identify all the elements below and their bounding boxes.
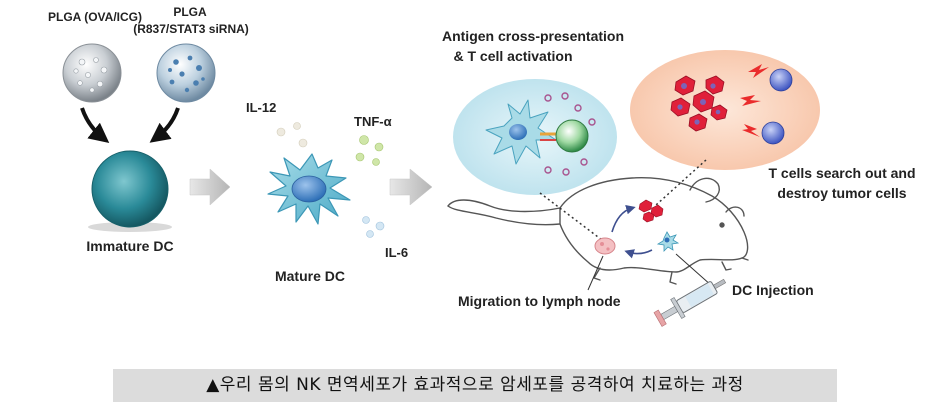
plga-ova-icg-particle	[62, 43, 122, 103]
label-antigen-line1: Antigen cross-presentation	[441, 28, 625, 44]
label-tnf-alpha: TNF-α	[354, 114, 392, 129]
mature-dc-cell	[267, 153, 351, 225]
arrow-plga1-to-dc	[80, 107, 110, 143]
cytokine-tnf-dots	[355, 135, 384, 166]
migration-pointer	[587, 255, 604, 291]
mouse-illustration	[447, 176, 749, 285]
label-migration: Migration to lymph node	[458, 293, 621, 309]
tumor-destruction-bubble	[630, 50, 820, 170]
activation-arrow	[611, 204, 636, 233]
antigen-presentation-bubble	[453, 79, 617, 195]
label-il6: IL-6	[385, 245, 409, 260]
t-cell-1	[769, 68, 793, 92]
label-dc-injection: DC Injection	[732, 282, 814, 298]
caption-text: ▲우리 몸의 NK 면역세포가 효과적으로 암세포를 공격하여 치료하는 과정	[206, 375, 744, 395]
label-plga-r837: (R837/STAT3 siRNA)	[133, 22, 249, 36]
cytokine-il6-dots	[362, 216, 385, 238]
label-tcells-line1: T cells search out and	[768, 165, 916, 181]
cytokine-il12-dots	[276, 122, 308, 148]
attack-lightning	[740, 64, 769, 137]
label-mature-dc: Mature DC	[274, 268, 345, 284]
t-cell-2	[761, 121, 785, 145]
label-il12: IL-12	[246, 100, 277, 115]
injected-dc	[656, 231, 680, 252]
arrow-plga2-to-dc	[149, 107, 180, 143]
label-plga-ova-icg: PLGA (OVA/ICG)	[48, 10, 142, 24]
label-antigen-line2: & T cell activation	[453, 48, 573, 64]
label-plga-line1: PLGA	[173, 5, 207, 19]
lymph-node	[594, 237, 616, 255]
process-arrow-2	[389, 168, 433, 206]
label-tcells-line2: destroy tumor cells	[777, 185, 907, 201]
caption-bar	[113, 369, 837, 402]
migration-arrow	[624, 249, 653, 259]
label-immature-dc: Immature DC	[86, 238, 174, 254]
plga-r837-stat3-particle	[156, 43, 216, 103]
process-arrow-1	[189, 168, 231, 206]
syringe-icon	[653, 278, 727, 327]
tumor-in-mouse	[638, 199, 664, 223]
dotted-connectors	[539, 159, 707, 241]
immature-dc-cell	[88, 150, 172, 232]
injection-pointer	[675, 253, 713, 287]
